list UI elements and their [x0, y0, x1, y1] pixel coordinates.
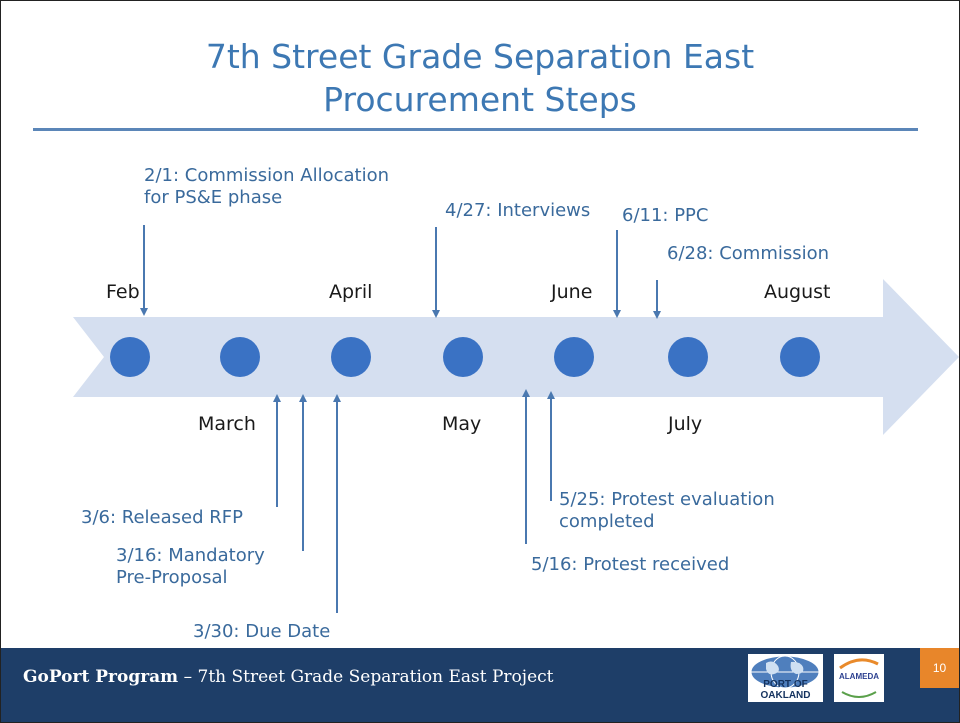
month-august: August	[764, 281, 831, 303]
month-april: April	[329, 281, 373, 303]
slide-title: 7th Street Grade Separation East Procure…	[1, 35, 959, 121]
event-0611-label: 6/11: PPC	[622, 205, 709, 226]
alameda-logo-text: ALAMEDA	[839, 672, 879, 681]
month-march: March	[198, 413, 256, 435]
globe-icon	[750, 655, 820, 689]
month-july: July	[668, 413, 703, 435]
event-0525-label: 5/25: Protest evaluation completed	[559, 489, 775, 532]
milestone-dot-july	[668, 337, 708, 377]
event-0316-label: 3/16: Mandatory Pre-Proposal	[116, 545, 265, 588]
footer-program: GoPort Program	[23, 667, 179, 687]
timeline-graphic	[73, 225, 959, 613]
event-0628-label: 6/28: Commission	[667, 243, 830, 264]
month-may: May	[442, 413, 482, 435]
alameda-swoosh-icon	[839, 658, 879, 698]
port-of-oakland-logo: PORT OF OAKLAND	[748, 654, 823, 702]
milestone-dot-august	[780, 337, 820, 377]
milestone-dot-march	[220, 337, 260, 377]
alameda-ctc-logo: ALAMEDA	[834, 654, 884, 702]
milestone-dot-april	[331, 337, 371, 377]
month-feb: Feb	[106, 281, 140, 303]
event-0201-label: 2/1: Commission Allocation for PS&E phas…	[144, 165, 390, 208]
event-0306-label: 3/6: Released RFP	[81, 507, 243, 528]
month-june: June	[551, 281, 593, 303]
milestone-dot-feb	[110, 337, 150, 377]
title-line-2: Procurement Steps	[323, 80, 637, 119]
event-0427-label: 4/27: Interviews	[445, 200, 591, 221]
milestone-dot-june	[554, 337, 594, 377]
title-line-1: 7th Street Grade Separation East	[205, 37, 755, 76]
footer-project: 7th Street Grade Separation East Project	[197, 667, 554, 687]
footer-bar: GoPort Program – 7th Street Grade Separa…	[1, 648, 959, 722]
event-0516-label: 5/16: Protest received	[531, 554, 730, 575]
footer-text: GoPort Program – 7th Street Grade Separa…	[23, 666, 553, 688]
event-0330-label: 3/30: Due Date	[193, 621, 331, 642]
milestone-dot-may	[443, 337, 483, 377]
port-logo-text: PORT OF OAKLAND	[760, 679, 811, 701]
title-divider	[33, 128, 918, 131]
page-number-badge: 10	[920, 648, 959, 688]
timeline-arrow-icon	[73, 279, 959, 435]
footer-separator: –	[178, 667, 198, 687]
